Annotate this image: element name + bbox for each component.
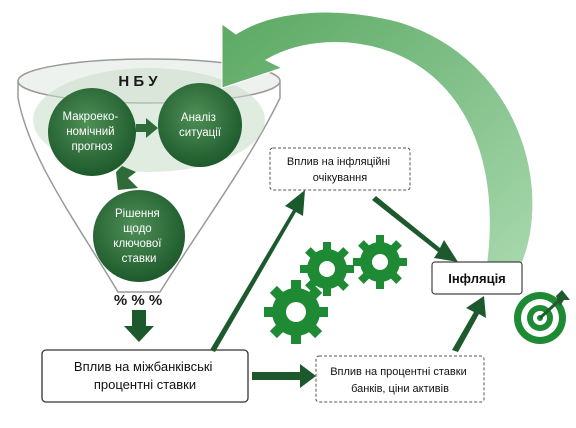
analysis-circle: [158, 83, 242, 167]
inflation-expectations-label: Вплив на інфляційні очікування: [287, 156, 393, 184]
analysis-to-forecast-arrow: [136, 118, 158, 138]
gears-icon: [264, 235, 407, 344]
bank-rates-to-inflation-arrow: [452, 296, 486, 352]
feedback-curve-arrow: [221, 11, 534, 269]
gear-large-icon: [264, 280, 328, 344]
target-icon: [514, 290, 570, 344]
interbank-rates-label: Вплив на міжбанківські процентні ставки: [74, 359, 216, 392]
interbank-rates-box: [41, 349, 249, 403]
inflation-expectations-box: [269, 147, 411, 191]
inflation-box: [431, 261, 523, 295]
macro-forecast-circle: [48, 88, 136, 176]
funnel-down-arrow: [124, 310, 154, 342]
interbank-to-bank-rates-arrow: [252, 364, 316, 388]
gear-right-icon: [353, 235, 407, 289]
inflation-label: Інфляція: [448, 271, 506, 286]
bank-rates-box: [315, 355, 485, 403]
expectations-to-inflation-arrow: [372, 196, 458, 262]
macro-forecast-label: Макроеко- номічний прогноз: [63, 111, 122, 153]
decision-label: Рішення щодо ключової ставки: [113, 208, 164, 265]
decision-circle: [93, 190, 185, 282]
gear-middle-icon: [300, 242, 354, 296]
nbu-title: Н Б У: [118, 73, 158, 90]
interbank-to-expectations-arrow: [210, 190, 305, 352]
percent-signs: % % %: [114, 292, 162, 309]
forecast-to-decision-arrow: [116, 166, 138, 190]
analysis-label: Аналіз ситуації: [179, 112, 222, 139]
bank-rates-label: Вплив на процентні ставки банків, ціни а…: [330, 366, 470, 395]
